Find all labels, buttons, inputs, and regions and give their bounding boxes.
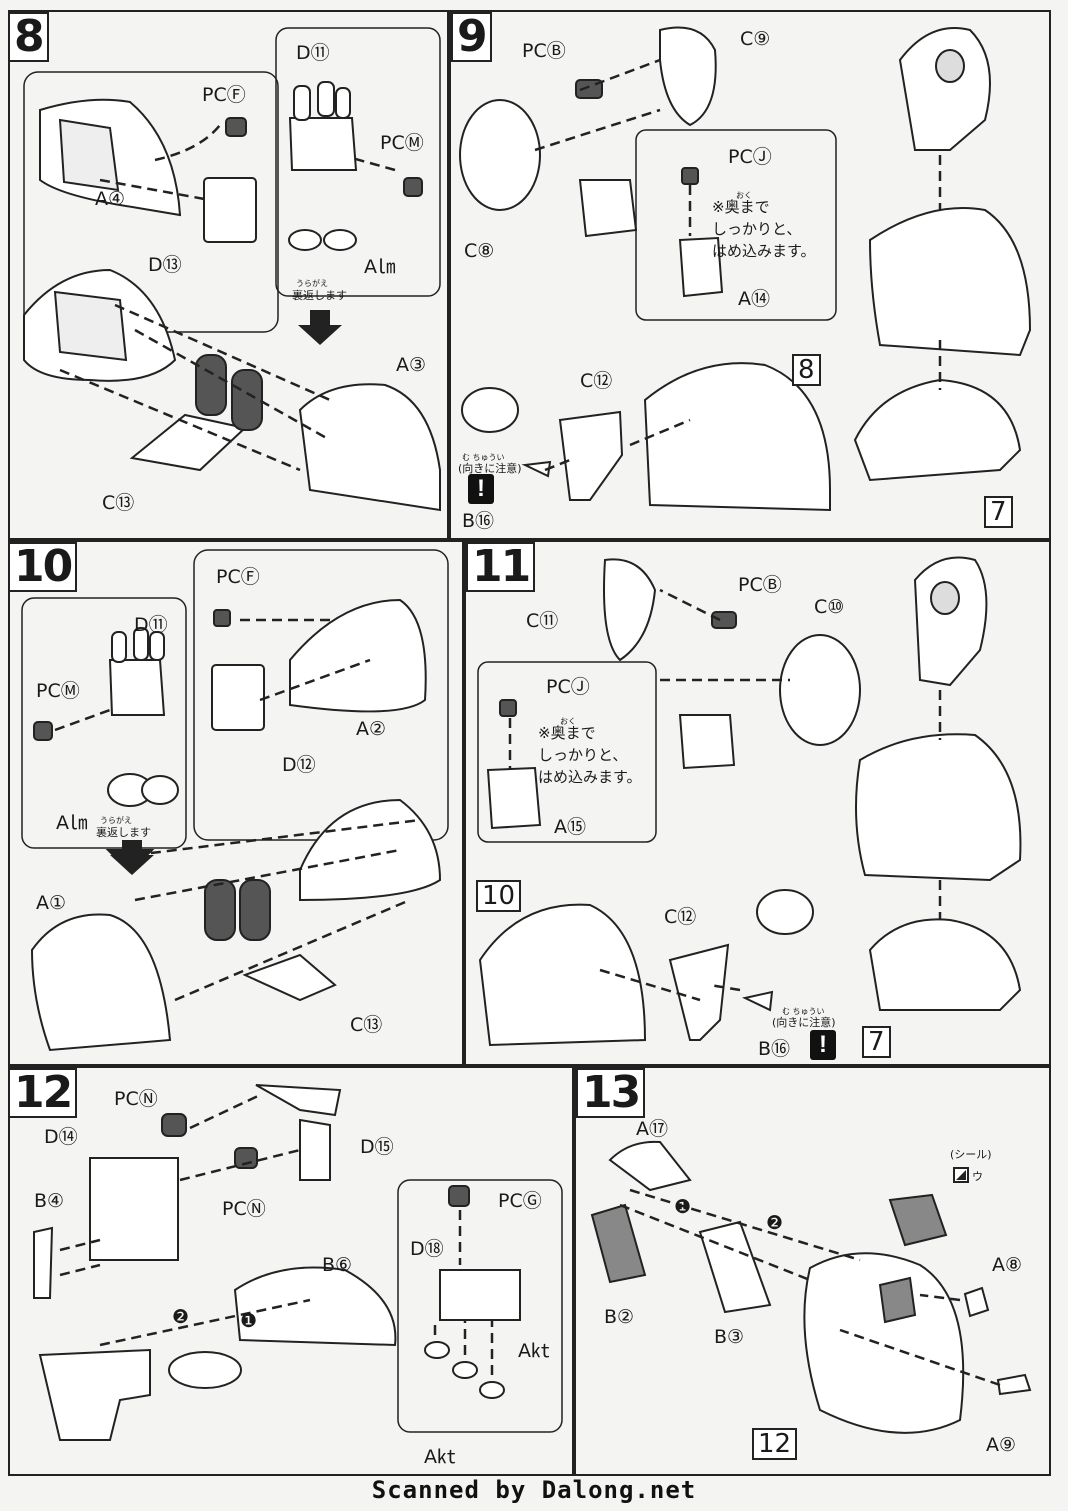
seal-code: ウ — [972, 1170, 983, 1183]
warning-icon: ! — [468, 474, 494, 504]
direction-note: (向きに注意) — [458, 462, 522, 475]
part-label: C⑬ — [102, 492, 135, 514]
order-marker: ❷ — [766, 1212, 784, 1234]
part-label: C⑫ — [664, 906, 697, 928]
part-label: PCⒻ — [216, 566, 260, 588]
part-label: PCⒿ — [728, 146, 772, 168]
step-13-panel — [574, 1066, 1051, 1476]
part-label: PCⒷ — [522, 40, 566, 62]
ruby-text: おく — [560, 717, 576, 726]
part-label: C⑧ — [464, 240, 495, 262]
part-label: A⑮ — [554, 816, 586, 838]
part-label: A② — [356, 718, 387, 740]
part-label: A⑰ — [636, 1118, 668, 1140]
step-number: 11 — [466, 542, 536, 592]
ruby-text: うらがえ — [100, 816, 132, 825]
flip-note: 裏返します — [292, 289, 347, 302]
step-11-panel — [464, 540, 1051, 1066]
part-label: D⑮ — [360, 1136, 394, 1158]
reference-box: 10 — [476, 880, 522, 912]
part-label: C⑩ — [814, 596, 845, 618]
part-label: A⑨ — [986, 1434, 1017, 1456]
part-label: B⑯ — [758, 1038, 791, 1060]
step-12-panel — [8, 1066, 574, 1476]
part-label: C⑨ — [740, 28, 771, 50]
part-label: A㏏ — [424, 1446, 456, 1468]
part-label: PCⓃ — [114, 1088, 158, 1110]
part-label: PCⒷ — [738, 574, 782, 596]
insert-note: ※奥まで しっかりと、 はめ込みます。 — [538, 724, 642, 786]
part-label: A① — [36, 892, 67, 914]
direction-note: (向きに注意) — [772, 1016, 836, 1029]
step-number: 8 — [8, 12, 49, 62]
part-label: PCⓃ — [222, 1198, 266, 1220]
scan-credit: Scanned by Dalong.net — [371, 1476, 697, 1504]
part-label: PCⒼ — [498, 1190, 542, 1212]
part-label: C⑪ — [526, 610, 559, 632]
flip-note: 裏返します — [96, 826, 151, 839]
ruby-text: む ちゅうい — [782, 1007, 825, 1016]
part-label: D⑱ — [410, 1238, 444, 1260]
order-marker: ❷ — [172, 1306, 190, 1328]
seal-label: (シール) — [950, 1148, 992, 1161]
step-number: 9 — [451, 12, 492, 62]
step-number: 10 — [8, 542, 78, 592]
part-label: D⑫ — [282, 754, 316, 776]
part-label: B⑯ — [462, 510, 495, 532]
part-label: C⑬ — [350, 1014, 383, 1036]
part-label: B② — [604, 1306, 635, 1328]
part-label: B④ — [34, 1190, 65, 1212]
step-9-panel — [449, 10, 1051, 540]
part-label: A④ — [95, 188, 126, 210]
part-label: PCⒻ — [202, 84, 246, 106]
warning-icon: ! — [810, 1030, 836, 1060]
insert-note: ※奥まで しっかりと、 はめ込みます。 — [712, 198, 816, 260]
ruby-text: うらがえ — [296, 279, 328, 288]
step-number: 12 — [8, 1068, 78, 1118]
part-label: A⑭ — [738, 288, 770, 310]
part-label: B⑥ — [322, 1254, 353, 1276]
step-8-panel — [8, 10, 449, 540]
part-label: PCⓂ — [380, 132, 424, 154]
reference-box: 7 — [984, 496, 1013, 528]
part-label: PCⒿ — [546, 676, 590, 698]
step-number: 13 — [576, 1068, 646, 1118]
part-label: D⑪ — [296, 42, 330, 64]
reference-box: 7 — [862, 1026, 891, 1058]
step-10-panel — [8, 540, 464, 1066]
ruby-text: おく — [736, 191, 752, 200]
part-label: A㏐ — [364, 256, 396, 278]
reference-box: 8 — [792, 354, 821, 386]
part-label: D⑪ — [134, 614, 168, 636]
part-label: PCⓂ — [36, 680, 80, 702]
part-label: D⑭ — [44, 1126, 78, 1148]
order-marker: ❶ — [674, 1196, 692, 1218]
order-marker: ❶ — [240, 1310, 258, 1332]
part-label: A③ — [396, 354, 427, 376]
part-label: D⑬ — [148, 254, 182, 276]
ruby-text: む ちゅうい — [462, 453, 505, 462]
part-label: A㏏ — [518, 1340, 550, 1362]
part-label: A⑧ — [992, 1254, 1023, 1276]
part-label: B③ — [714, 1326, 745, 1348]
reference-box: 12 — [752, 1428, 798, 1460]
part-label: A㏐ — [56, 812, 88, 834]
part-label: C⑫ — [580, 370, 613, 392]
